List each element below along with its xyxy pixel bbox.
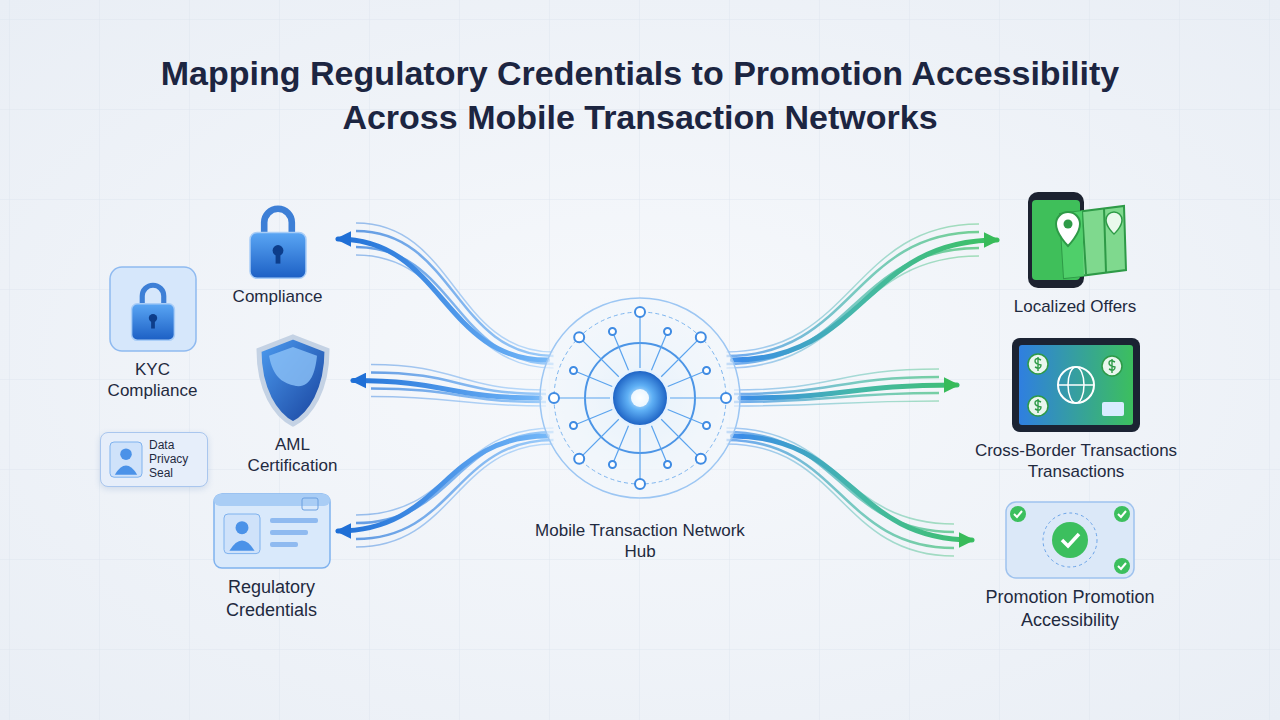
flow-strand — [726, 224, 979, 352]
flow-arrow — [732, 240, 997, 360]
card-icon — [109, 441, 143, 479]
flow-arrow — [732, 436, 972, 540]
node-label: KYC Compliance — [95, 359, 210, 402]
flow-arrow — [338, 436, 548, 531]
offer-icon: Promotion Promotion Accessibility — [975, 500, 1165, 631]
flow-arrow — [353, 381, 540, 399]
credential-tile: KYC Compliance — [95, 265, 210, 402]
flow-strand — [371, 365, 546, 391]
flow-strand — [734, 401, 939, 406]
phone-icon — [1020, 190, 1130, 290]
node-label: Localized Offers — [1000, 296, 1150, 317]
node-label: AML Certification — [235, 434, 350, 477]
tile-icon — [108, 265, 198, 353]
hub-label: Mobile Transaction Network Hub — [530, 520, 750, 563]
flow-strand — [356, 432, 554, 523]
credential-icon: Compliance — [220, 198, 335, 307]
credential-icon: AML Certification — [235, 333, 350, 477]
offer-icon: Localized Offers — [1000, 190, 1150, 317]
credential-card: Data Privacy Seal — [100, 432, 208, 487]
offer-icon: Cross-Border Transactions Transactions — [960, 336, 1192, 483]
check-icon — [1004, 500, 1136, 580]
shield-icon — [253, 333, 333, 428]
flow-strand — [356, 444, 554, 547]
node-label: Regulatory Credentials — [208, 576, 335, 621]
node-label: Data Privacy Seal — [149, 439, 201, 480]
node-label: Compliance — [220, 286, 335, 307]
flow-arrow — [740, 385, 957, 398]
flow-arrow — [338, 239, 548, 360]
tablet-icon — [1010, 336, 1142, 434]
node-label: Promotion Promotion Accessibility — [975, 586, 1165, 631]
flow-strand — [726, 432, 954, 532]
network-hub: Mobile Transaction Network Hub — [530, 288, 750, 563]
node-label: Cross-Border Transactions Transactions — [960, 440, 1192, 483]
credential-icon: Regulatory Credentials — [208, 492, 335, 621]
hub-circle — [530, 288, 750, 508]
diagram-title: Mapping Regulatory Credentials to Promot… — [140, 52, 1140, 139]
lock-icon — [248, 198, 308, 280]
flow-strand — [726, 444, 954, 556]
idcard-icon — [212, 492, 332, 570]
flow-strand — [356, 247, 554, 364]
flow-strand — [726, 248, 979, 364]
flow-strand — [356, 223, 554, 352]
